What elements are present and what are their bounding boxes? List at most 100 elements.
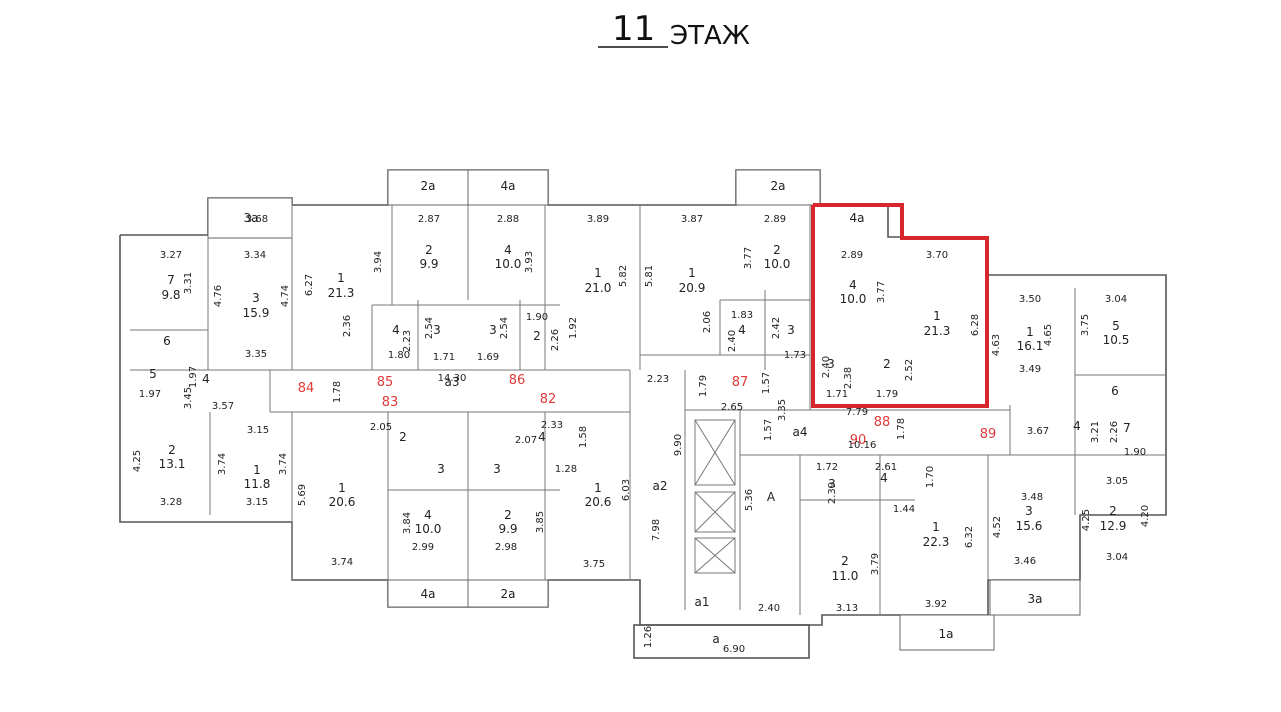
dimension-label: 1.83: [731, 310, 753, 321]
floor-label: ЭТАЖ: [670, 21, 750, 51]
dimension-label: 1.44: [893, 504, 915, 515]
apartment-number-86: 86: [509, 373, 526, 388]
room-label: 3: [489, 323, 497, 337]
dimension-label: 1.28: [555, 464, 577, 475]
dimension-label: 7.98: [651, 519, 662, 541]
room-label: 4: [392, 323, 400, 337]
dimension-label: 6.32: [964, 526, 975, 548]
dimension-label: 3.27: [160, 250, 182, 261]
dimension-label: 3.93: [524, 251, 535, 273]
dimension-label: 1.26: [643, 626, 654, 648]
room-label: 4: [738, 323, 746, 337]
dimension-label: 3.48: [1021, 492, 1043, 503]
room-label: 1: [338, 481, 346, 495]
dimension-label: 3.13: [836, 603, 858, 614]
room-label: 10.5: [1103, 333, 1130, 347]
apartment-number-85: 85: [377, 375, 394, 390]
room-label: 3: [787, 323, 795, 337]
dimension-label: 3.28: [160, 497, 182, 508]
dimension-label: 3.75: [583, 559, 605, 570]
dimension-label: 2.36: [342, 315, 353, 337]
room-label: 7: [1123, 421, 1131, 435]
balconies: [207, 169, 1081, 651]
apartment-number-84: 84: [298, 381, 315, 396]
dimension-label: 9.90: [673, 434, 684, 456]
room-label: 3: [437, 462, 445, 476]
room-label: 16.1: [1017, 339, 1044, 353]
dimension-label: 3.68: [246, 214, 268, 225]
dimension-label: 3.34: [244, 250, 266, 261]
room-label: 3: [252, 291, 260, 305]
dimension-label: 5.82: [618, 265, 629, 287]
dimension-label: 2.52: [904, 359, 915, 381]
room-label: 12.9: [1100, 519, 1127, 533]
room-label: a: [712, 632, 719, 646]
dimension-label: 2.26: [550, 329, 561, 351]
dimension-label: 3.04: [1105, 294, 1127, 305]
dimension-label: 2.54: [424, 317, 435, 339]
room-label: 4: [538, 430, 546, 444]
dimension-label: 2.23: [647, 374, 669, 385]
dimension-label: 1.80: [388, 350, 410, 361]
dimension-label: 3.04: [1106, 552, 1128, 563]
room-label: a2: [653, 479, 668, 493]
dimension-label: 3.75: [1080, 314, 1091, 336]
dimension-label: 3.50: [1019, 294, 1041, 305]
dimension-label: 3.77: [743, 247, 754, 269]
dimension-label: 7.79: [846, 407, 868, 418]
dimension-label: 2.65: [721, 402, 743, 413]
room-label: 1: [594, 266, 602, 280]
dimension-label: 1.69: [477, 352, 499, 363]
room-label: 9.9: [498, 522, 517, 536]
dimension-label: 3.15: [247, 425, 269, 436]
dimension-label: 3.89: [587, 214, 609, 225]
room-label: 13.1: [159, 457, 186, 471]
room-label: 2: [425, 243, 433, 257]
room-label: 10.0: [495, 257, 522, 271]
dimension-label: 1.71: [433, 352, 455, 363]
room-label: 2: [773, 243, 781, 257]
dimension-label: 2.06: [702, 311, 713, 333]
room-label: 1a: [939, 627, 954, 641]
dimension-label: 1.92: [568, 317, 579, 339]
dimension-label: 4.25: [132, 450, 143, 472]
dimension-label: 3.74: [278, 453, 289, 475]
dimension-label: 1.97: [188, 366, 199, 388]
dimension-label: 3.94: [373, 251, 384, 273]
dimension-label: 4.76: [213, 285, 224, 307]
room-label: 2: [1109, 504, 1117, 518]
apartment-number-82: 82: [540, 392, 557, 407]
dimension-label: 1.57: [763, 419, 774, 441]
dimension-label: 10.16: [848, 440, 877, 451]
room-label: 3: [1025, 504, 1033, 518]
apartment-number-88: 88: [874, 415, 891, 430]
dimension-label: 3.79: [870, 553, 881, 575]
dimension-label: 3.67: [1027, 426, 1049, 437]
dimension-label: 3.35: [777, 399, 788, 421]
dimension-label: 2.99: [412, 542, 434, 553]
dimension-label: 2.33: [541, 420, 563, 431]
room-label: 1: [594, 481, 602, 495]
dimension-label: 1.79: [698, 375, 709, 397]
dimension-label: 3.92: [925, 599, 947, 610]
room-label: 10.0: [840, 292, 867, 306]
room-label: 2: [504, 508, 512, 522]
room-label: 9.9: [419, 257, 438, 271]
dimension-label: 1.73: [784, 350, 806, 361]
room-label: 4: [849, 278, 857, 292]
dimension-label: 2.88: [497, 214, 519, 225]
room-label: 20.6: [585, 495, 612, 509]
room-label: 2: [533, 329, 541, 343]
dimension-label: 3.87: [681, 214, 703, 225]
dimension-label: 2.23: [402, 330, 413, 352]
apartment-number-87: 87: [732, 375, 749, 390]
room-label: 2: [883, 357, 891, 371]
dimension-label: 2.05: [370, 422, 392, 433]
dimension-label: 3.74: [331, 557, 353, 568]
dimension-label: 4.20: [1140, 505, 1151, 527]
room-label: 3: [493, 462, 501, 476]
room-label: 4: [202, 372, 210, 386]
room-label: 21.3: [328, 286, 355, 300]
dimension-label: 3.35: [245, 349, 267, 360]
